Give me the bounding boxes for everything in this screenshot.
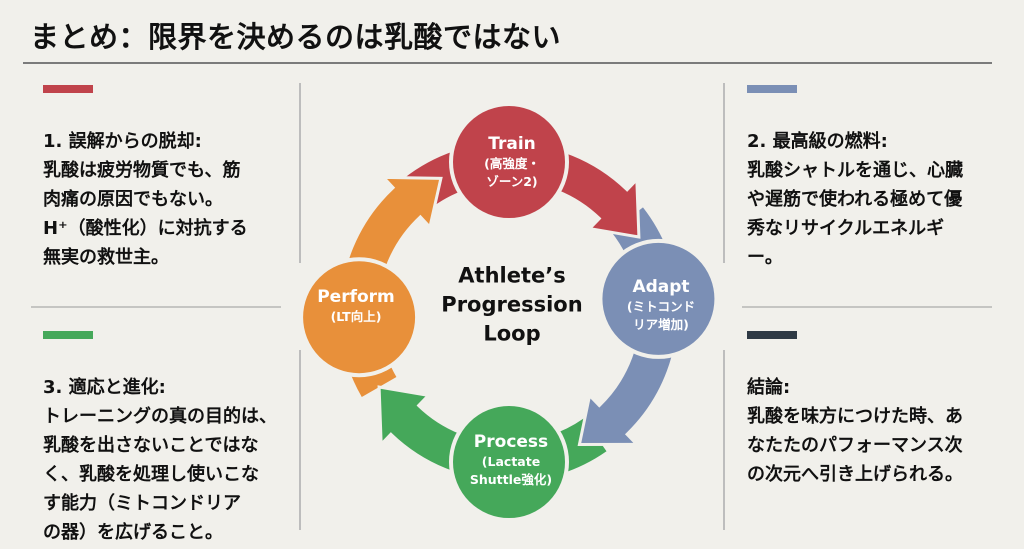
- right-divider-bottom: [723, 350, 725, 530]
- node-train-text: Train (高強度・ ゾーン2): [484, 133, 540, 191]
- accent-bar-misconception: [43, 85, 93, 93]
- right-divider-top: [723, 83, 725, 263]
- section-body: トレーニングの真の目的は、 乳酸を出さないことではな く、乳酸を処理し使いこな …: [43, 406, 277, 543]
- right-section-divider: [742, 306, 992, 308]
- node-label: Adapt: [632, 277, 690, 297]
- node-sublabel: (ミトコンド リア増加): [626, 299, 696, 332]
- node-sublabel: (LT向上): [330, 309, 382, 324]
- section-misconception: 1. 誤解からの脱却: 乳酸は疲労物質でも、筋 肉痛の原因でもない。 H⁺（酸性化…: [43, 98, 248, 272]
- section-body: 乳酸は疲労物質でも、筋 肉痛の原因でもない。 H⁺（酸性化）に対抗する 無実の救…: [43, 160, 248, 268]
- section-body: 乳酸シャトルを通じ、心臓 や遅筋で使われる極めて優 秀なリサイクルエネルギ ー。: [747, 160, 963, 268]
- left-divider-bottom: [299, 350, 301, 530]
- node-perform-circle: [299, 257, 420, 378]
- node-label: Process: [473, 432, 549, 452]
- loop-center-label: Athlete’s Progression Loop: [441, 263, 583, 346]
- left-divider-top: [299, 83, 301, 263]
- node-sublabel: (高強度・ ゾーン2): [484, 156, 540, 189]
- node-process-circle: [449, 402, 569, 522]
- accent-bar-adaptation: [43, 331, 93, 339]
- node-adapt-circle: [598, 238, 719, 359]
- node-process-text: Process (Lactate Shuttle強化): [470, 431, 552, 489]
- section-heading: 3. 適応と進化:: [43, 377, 166, 398]
- node-label: Train: [488, 134, 536, 154]
- section-fuel: 2. 最高級の燃料: 乳酸シャトルを通じ、心臓 や遅筋で使われる極めて優 秀なリサ…: [747, 98, 963, 272]
- accent-bar-conclusion: [747, 331, 797, 339]
- node-adapt-text: Adapt (ミトコンド リア増加): [627, 276, 695, 334]
- section-heading: 1. 誤解からの脱却:: [43, 131, 202, 152]
- node-train-circle: [449, 102, 569, 222]
- node-label: Perform: [317, 287, 395, 307]
- node-perform-text: Perform (LT向上): [317, 286, 395, 326]
- page-title: まとめ：限界を決めるのは乳酸ではない: [30, 20, 562, 54]
- section-heading: 2. 最高級の燃料:: [747, 131, 888, 152]
- accent-bar-fuel: [747, 85, 797, 93]
- section-conclusion: 結論: 乳酸を味方につけた時、あ なたたのパフォーマンス次 の次元へ引き上げられる…: [747, 344, 963, 489]
- title-underline: [23, 62, 992, 64]
- left-section-divider: [31, 306, 281, 308]
- section-heading: 結論:: [747, 377, 791, 398]
- section-body: 乳酸を味方につけた時、あ なたたのパフォーマンス次 の次元へ引き上げられる。: [747, 406, 963, 485]
- section-adaptation: 3. 適応と進化: トレーニングの真の目的は、 乳酸を出さないことではな く、乳酸…: [43, 344, 277, 547]
- node-sublabel: (Lactate Shuttle強化): [469, 454, 553, 487]
